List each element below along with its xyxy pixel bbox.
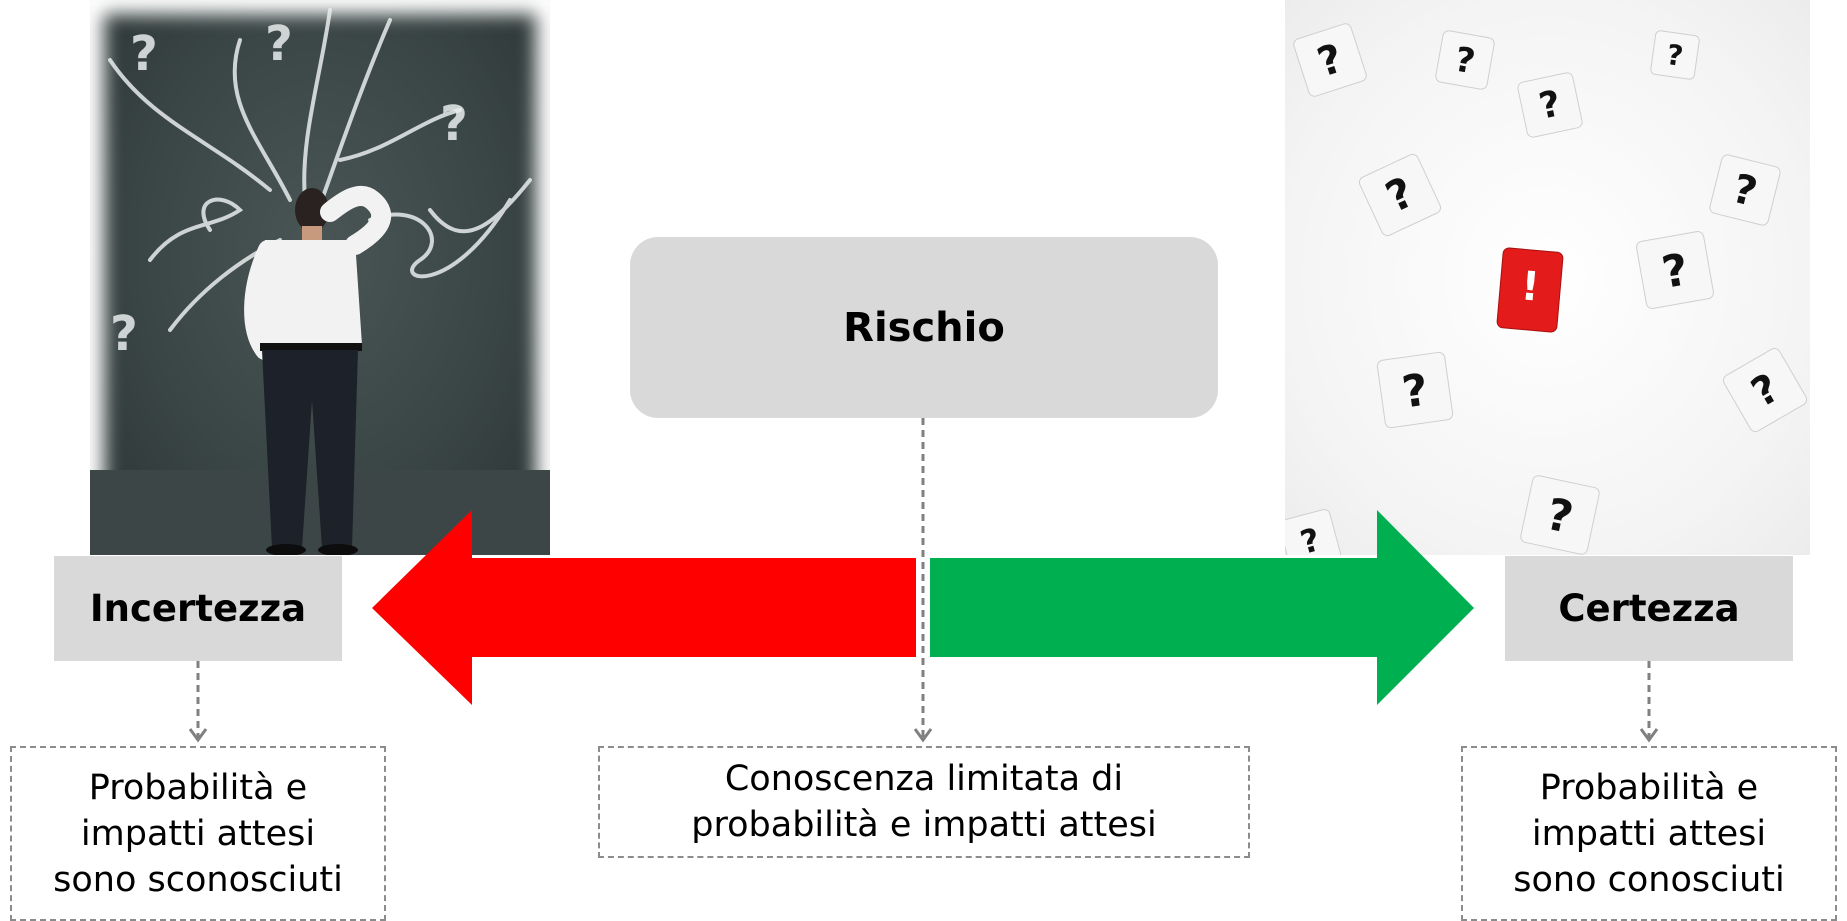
diagram-graphics — [188, 418, 1659, 743]
certainty-description-line: sono conosciuti — [1513, 859, 1785, 900]
uncertainty-description-line: Probabilità e — [88, 767, 308, 808]
uncertainty-description: Probabilità e impatti attesi sono sconos… — [10, 746, 386, 921]
right-arrow — [930, 510, 1474, 705]
svg-text:?: ? — [110, 306, 138, 362]
svg-text:?: ? — [1665, 38, 1686, 73]
svg-text:!: ! — [1519, 263, 1541, 310]
right-connector-arrowhead — [1639, 728, 1659, 743]
certainty-photo: ? ? ? ? ? ? ? ! ? ? ? ? — [1285, 0, 1810, 555]
certainty-description-line: impatti attesi — [1531, 813, 1767, 854]
certainty-box: Certezza — [1505, 556, 1793, 661]
uncertainty-box: Incertezza — [54, 556, 342, 661]
certainty-description: Probabilità e impatti attesi sono conosc… — [1461, 746, 1837, 921]
left-connector-arrowhead — [188, 728, 208, 743]
risk-description-line: probabilità e impatti attesi — [691, 805, 1157, 845]
risk-description: Conoscenza limitata di probabilità e imp… — [598, 746, 1250, 858]
uncertainty-description-line: sono sconosciuti — [53, 859, 343, 900]
svg-text:?: ? — [130, 26, 158, 82]
uncertainty-photo: ? ? ? ? — [90, 0, 550, 555]
uncertainty-title: Incertezza — [89, 587, 307, 630]
svg-text:?: ? — [265, 16, 293, 72]
certainty-description-line: Probabilità e — [1539, 767, 1759, 808]
left-arrow — [372, 510, 916, 705]
svg-text:?: ? — [440, 96, 468, 152]
certainty-title: Certezza — [1558, 587, 1740, 630]
center-connector-arrowhead — [913, 728, 933, 743]
risk-title: Rischio — [843, 304, 1005, 351]
uncertainty-description-line: impatti attesi — [80, 813, 316, 854]
risk-box: Rischio — [630, 237, 1218, 418]
risk-description-line: Conoscenza limitata di — [724, 759, 1124, 799]
